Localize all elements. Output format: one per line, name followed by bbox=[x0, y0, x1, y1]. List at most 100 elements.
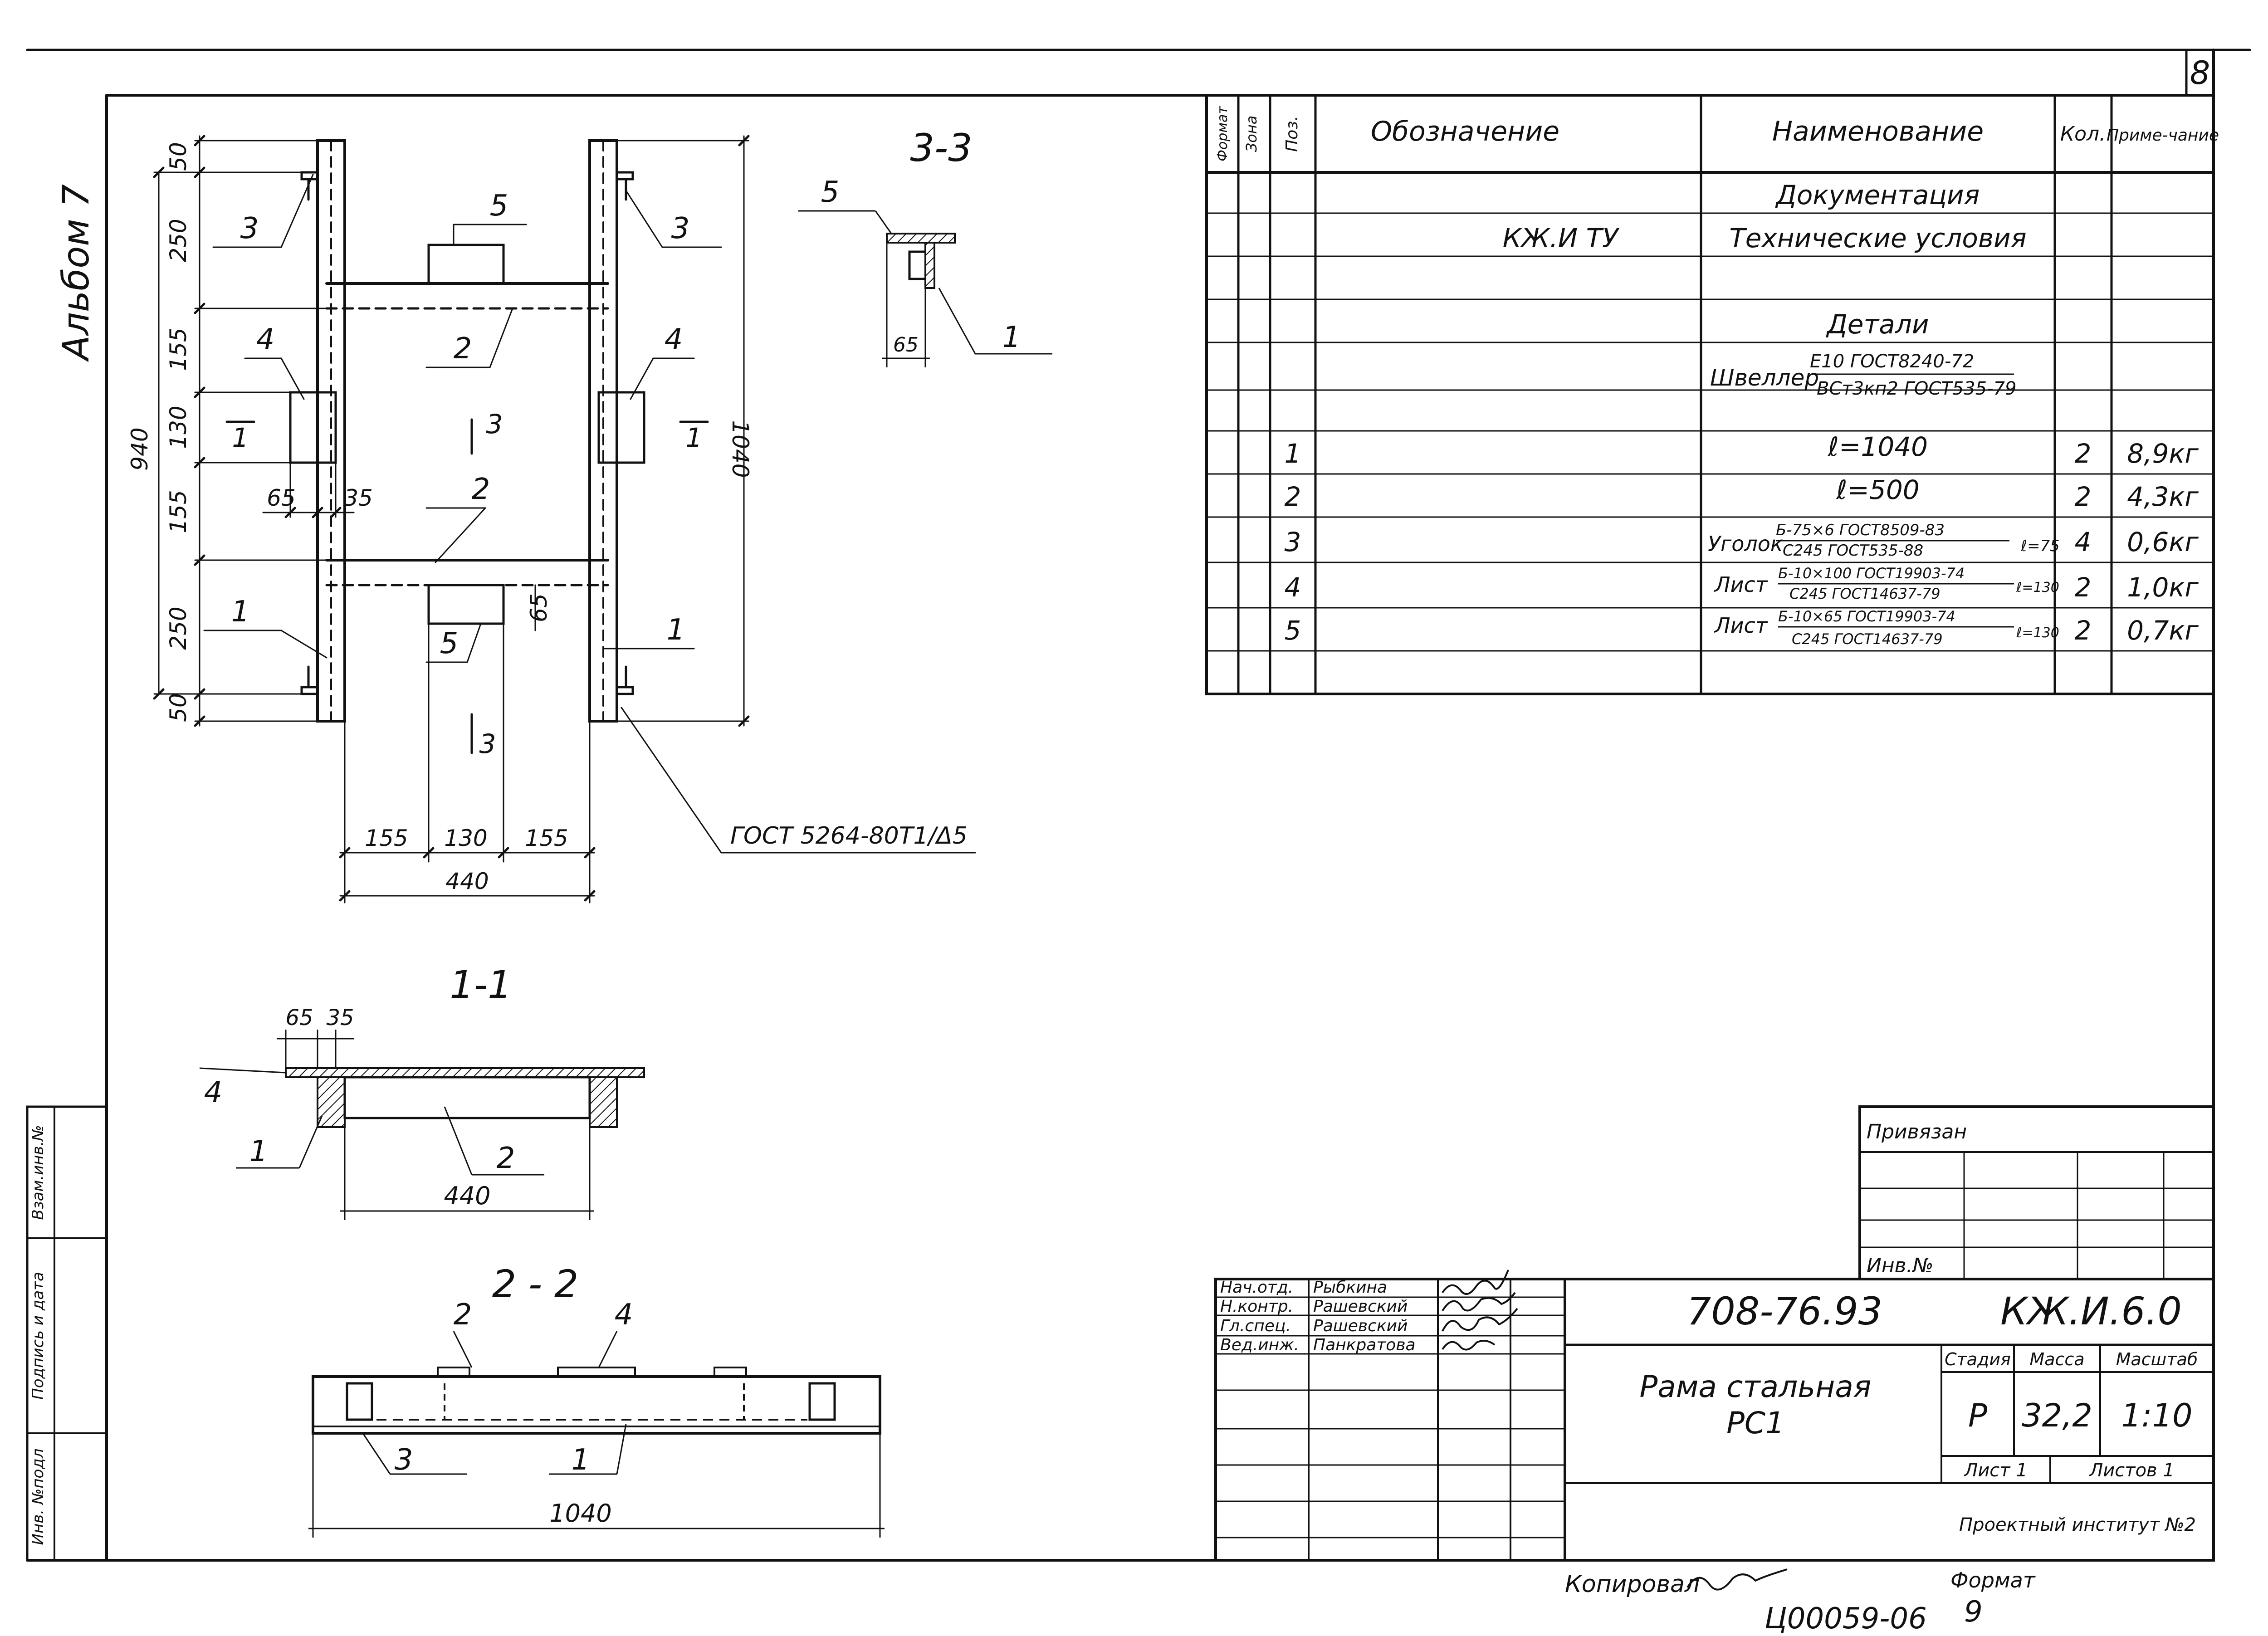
dim-total-left: 940 bbox=[127, 427, 153, 470]
position-label: 1 bbox=[1002, 321, 1021, 354]
weld-note: ГОСТ 5264-80Т1/Δ5 bbox=[730, 822, 968, 850]
spec-row-name-top: Е10 ГОСТ8240-72 bbox=[1810, 351, 1974, 372]
mass-label: Масса bbox=[2029, 1349, 2084, 1369]
doc-name-line1: Рама стальная bbox=[1639, 1369, 1871, 1404]
spec-row-pos: 4 bbox=[1285, 572, 1301, 603]
spec-table-grid bbox=[1205, 94, 2215, 695]
spec-header-zone: Зона bbox=[1243, 116, 1260, 152]
signature-name: Рашевский bbox=[1313, 1297, 1408, 1316]
dim-label: 130 bbox=[165, 405, 191, 449]
dim-label: 155 bbox=[165, 327, 191, 371]
spec-header-name: Наименование bbox=[1772, 116, 1984, 147]
spec-table-header: Формат Зона Поз. Обозначение Наименовани… bbox=[1215, 106, 2219, 161]
section-1-1-geometry bbox=[199, 1030, 645, 1220]
dim-label: 50 bbox=[165, 693, 191, 722]
stage-label: Стадия bbox=[1945, 1349, 2011, 1369]
format-value: 9 bbox=[1964, 1595, 1983, 1629]
spec-row-length: ℓ=130 bbox=[2016, 580, 2059, 596]
signature-role: Вед.инж. bbox=[1220, 1336, 1299, 1354]
dim-label: 155 bbox=[365, 825, 408, 851]
spec-row-name-top: Б-10×65 ГОСТ19903-74 bbox=[1778, 608, 1955, 625]
dim-label: 65 bbox=[267, 485, 296, 511]
spec-header-qty: Кол. bbox=[2060, 122, 2106, 146]
format-label: Формат bbox=[1950, 1568, 2036, 1592]
position-label: 3 bbox=[671, 212, 690, 245]
stamp-signature-date: Подпись и дата bbox=[29, 1272, 47, 1400]
scale-label: Масштаб bbox=[2116, 1349, 2198, 1369]
section-mark: 3 bbox=[479, 728, 496, 759]
section-mark: 1 bbox=[232, 422, 249, 453]
spec-row-length: ℓ=130 bbox=[2016, 625, 2059, 641]
dim-label: 65 bbox=[893, 333, 919, 357]
album-label: Альбом 7 bbox=[55, 184, 97, 362]
signature-role: Н.контр. bbox=[1220, 1297, 1293, 1316]
doc-name-line2: РС1 bbox=[1726, 1406, 1784, 1441]
spec-row-pos: 5 bbox=[1285, 615, 1301, 646]
spec-row-pos: 1 bbox=[1285, 438, 1301, 469]
privyazan-title: Привязан bbox=[1867, 1120, 1967, 1143]
spec-row-name: Документация bbox=[1775, 180, 1980, 210]
section-1-1-title: 1-1 bbox=[450, 962, 512, 1007]
spec-row-name: Детали bbox=[1825, 309, 1929, 340]
main-view-geometry bbox=[289, 139, 645, 723]
dim-total-right: 1040 bbox=[727, 420, 753, 478]
spec-row-qty: 2 bbox=[2075, 615, 2092, 646]
spec-table-rows: Документация КЖ.И ТУ Технические условия… bbox=[1285, 180, 2199, 648]
spec-row-note: 0,7кг bbox=[2127, 615, 2199, 646]
spec-row-name: Уголок bbox=[1708, 532, 1783, 556]
spec-row-name-bottom: ВСт3кп2 ГОСТ535-79 bbox=[1817, 378, 2016, 399]
spec-row-note: 4,3кг bbox=[2127, 481, 2199, 512]
dim-label: 65 bbox=[526, 593, 552, 622]
privyazan-inv: Инв.№ bbox=[1867, 1254, 1933, 1277]
dim-label: 1040 bbox=[549, 1499, 611, 1528]
spec-row-length: ℓ=75 bbox=[2020, 537, 2060, 555]
doc-number: Ц00059-06 bbox=[1765, 1602, 1927, 1634]
spec-row-note: 0,6кг bbox=[2127, 527, 2199, 557]
spec-row-designation: КЖ.И ТУ bbox=[1503, 223, 1620, 254]
spec-row-name-bottom: С245 ГОСТ14637-79 bbox=[1792, 630, 1943, 648]
position-label: 5 bbox=[440, 627, 459, 660]
spec-header-designation: Обозначение bbox=[1371, 116, 1559, 147]
section-3-3-geometry bbox=[798, 210, 1052, 367]
spec-row-qty: 2 bbox=[2075, 481, 2092, 512]
position-label: 5 bbox=[821, 176, 840, 209]
spec-row-pos: 2 bbox=[1285, 481, 1301, 512]
position-label: 4 bbox=[615, 1298, 633, 1332]
signature-name: Рашевский bbox=[1313, 1317, 1408, 1335]
main-view-dim-labels: 50 250 155 130 155 250 50 940 1040 155 1… bbox=[127, 142, 753, 894]
spec-row-qty: 4 bbox=[2075, 527, 2092, 557]
spec-row-name: Швеллер bbox=[1710, 365, 1819, 391]
spec-row-name-top: Б-10×100 ГОСТ19903-74 bbox=[1778, 565, 1965, 582]
signature-role: Гл.спец. bbox=[1220, 1317, 1291, 1335]
scale-value: 1:10 bbox=[2121, 1397, 2192, 1434]
title-block-grid bbox=[1214, 1278, 2215, 1562]
sheet-label: Лист 1 bbox=[1963, 1460, 2028, 1481]
dim-total-bottom: 440 bbox=[445, 868, 489, 894]
dim-label: 250 bbox=[165, 606, 191, 650]
spec-row-name: ℓ=500 bbox=[1836, 474, 1919, 505]
dim-label: 155 bbox=[525, 825, 568, 851]
dim-label: 50 bbox=[165, 142, 191, 171]
position-label: 2 bbox=[497, 1142, 515, 1175]
handwritten-signatures bbox=[1442, 1270, 1518, 1351]
spec-row-note: 8,9кг bbox=[2127, 438, 2199, 469]
position-label: 4 bbox=[256, 323, 275, 357]
spec-row-name-top: Б-75×6 ГОСТ8509-83 bbox=[1776, 521, 1945, 539]
signature-name: Панкратова bbox=[1313, 1336, 1416, 1354]
position-label: 2 bbox=[472, 473, 490, 506]
position-label: 3 bbox=[395, 1443, 413, 1477]
spec-header-note: Приме-чание bbox=[2107, 126, 2219, 145]
spec-row-name-bottom: С245 ГОСТ535-88 bbox=[1783, 542, 1923, 560]
doc-code: 708-76.93 bbox=[1687, 1289, 1882, 1333]
stage-value: Р bbox=[1968, 1397, 1988, 1434]
spec-row-qty: 2 bbox=[2075, 572, 2092, 603]
position-label: 5 bbox=[490, 189, 508, 223]
position-label: 4 bbox=[204, 1076, 223, 1109]
org-name: Проектный институт №2 bbox=[1959, 1514, 2196, 1535]
dim-label: 35 bbox=[326, 1005, 354, 1030]
spec-row-qty: 2 bbox=[2075, 438, 2092, 469]
spec-row-pos: 3 bbox=[1285, 527, 1301, 557]
spec-header-format: Формат bbox=[1215, 106, 1231, 161]
